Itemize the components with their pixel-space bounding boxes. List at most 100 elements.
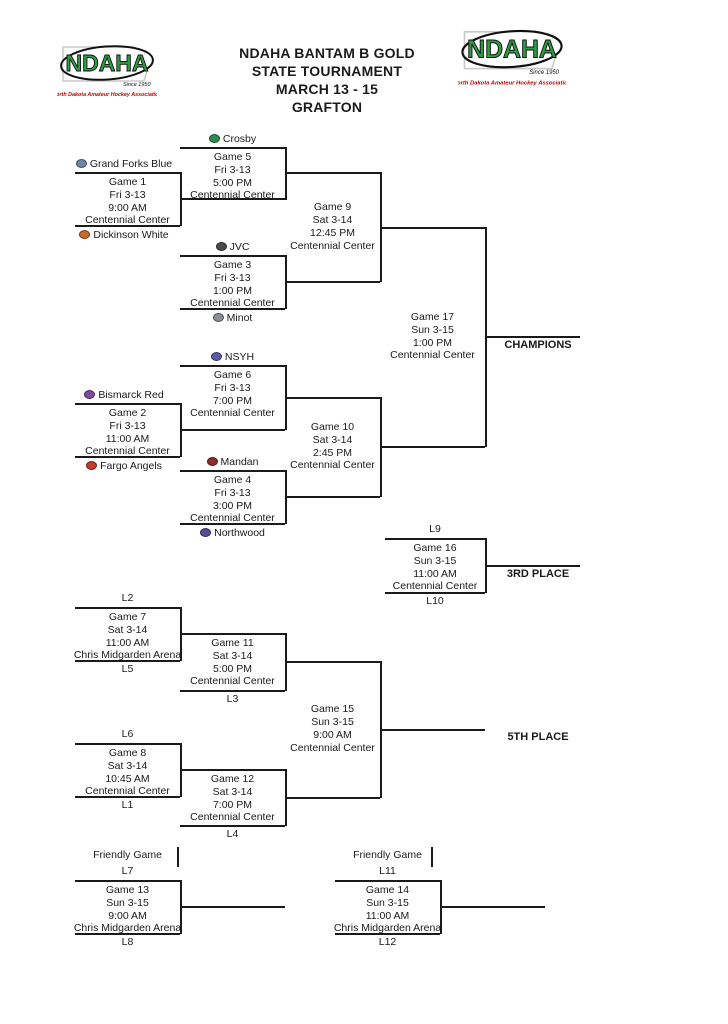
fargo-angels-logo (86, 461, 98, 470)
game-title: Game 12 (210, 773, 255, 785)
game-date: Fri 3-13 (214, 381, 251, 394)
game-title: Game 16 (413, 542, 457, 554)
game-venue: Centennial Center (190, 675, 275, 688)
game-time: 9:00 AM (108, 909, 147, 922)
game-time: 12:45 PM (310, 227, 355, 239)
bracket-line (285, 255, 287, 309)
game-date: Sun 3-15 (366, 896, 409, 909)
game-date: Sat 3-14 (312, 433, 353, 446)
game-date: Sun 3-15 (413, 554, 457, 567)
seed-l7: L7 (121, 865, 134, 877)
game-time: 9:00 AM (313, 729, 352, 741)
team-crosby: Crosby (180, 132, 285, 145)
game-9-info: Game 9 Sat 3-14 12:45 PM Centennial Cent… (285, 173, 380, 281)
game-15-info: Game 15 Sun 3-15 9:00 AM Centennial Cent… (285, 661, 380, 797)
logo-since: Since 1950 (123, 82, 151, 88)
bracket-line (180, 690, 285, 692)
game-16-info: Game 16 Sun 3-15 11:00 AM Centennial Cen… (385, 540, 485, 592)
bracket-line (75, 880, 180, 882)
bracket-line (180, 365, 285, 367)
game-title: Game 10 (310, 420, 355, 433)
game-7-info: Game 7 Sat 3-14 11:00 AM Chris Midgarden… (74, 609, 181, 661)
bracket-line (180, 825, 285, 827)
game-date: Fri 3-13 (214, 163, 251, 176)
game-time: 7:00 PM (212, 798, 253, 811)
third-place-line (485, 565, 580, 567)
friendly-game-label-right: Friendly Game (353, 849, 422, 861)
bracket-line (75, 660, 180, 662)
bracket-line (285, 397, 380, 399)
bracket-line (180, 633, 285, 635)
logo-tagline: North Dakota Amateur Hockey Association (57, 92, 157, 98)
game-venue: Centennial Center (190, 512, 275, 525)
fifth-place-label: 5TH PLACE (507, 731, 569, 743)
game-10-info: Game 10 Sat 3-14 2:45 PM Centennial Cent… (285, 397, 380, 496)
game-date: Sat 3-14 (107, 623, 148, 636)
game-date: Fri 3-13 (214, 271, 251, 284)
team-jvc: JVC (180, 240, 285, 253)
champion-line (485, 336, 580, 338)
game-time: 7:00 PM (212, 394, 253, 407)
bracket-line (380, 172, 382, 282)
bracket-line (440, 880, 442, 934)
game-date: Sat 3-14 (212, 785, 253, 798)
bracket-line (180, 523, 285, 525)
seed-l9: L9 (429, 523, 441, 535)
title-line-4: GRAFTON (291, 99, 363, 115)
seed-l8: L8 (121, 936, 134, 948)
game-title: Game 9 (313, 201, 352, 214)
game-title: Game 3 (213, 259, 252, 271)
team-bismarck-red: Bismarck Red (68, 388, 180, 401)
bracket-line (440, 906, 545, 908)
bracket-line (180, 906, 285, 908)
game-title: Game 1 (108, 176, 147, 188)
game-title: Game 15 (310, 703, 355, 716)
game-title: Game 5 (213, 151, 252, 163)
game-date: Fri 3-13 (109, 419, 146, 432)
friendly-game-label-left: Friendly Game (93, 849, 162, 861)
bracket-line (180, 172, 182, 226)
game-venue: Centennial Center (190, 407, 275, 420)
bracket-line (385, 538, 485, 540)
bracket-line (285, 172, 380, 174)
bracket-line (335, 880, 440, 882)
team-dickinson-white: Dickinson White (68, 228, 180, 241)
seed-l3: L3 (226, 693, 239, 705)
bracket-line (75, 796, 180, 798)
dickinson-white-logo (79, 230, 91, 239)
seed-l11: L11 (379, 865, 396, 877)
team-grand-forks-blue: Grand Forks Blue (68, 157, 180, 170)
game-venue: Centennial Center (190, 189, 275, 202)
grand-forks-blue-logo (75, 159, 87, 168)
game-venue: Centennial Center (85, 445, 170, 458)
bracket-line (75, 456, 180, 458)
game-time: 11:00 AM (105, 636, 150, 649)
team-fargo-angels: Fargo Angels (68, 459, 180, 472)
minot-logo (212, 313, 224, 322)
game-venue: Centennial Center (290, 459, 375, 472)
seed-l2: L2 (121, 592, 134, 604)
team-name: Mandan (220, 455, 259, 468)
game-venue: Centennial Center (85, 214, 170, 227)
bracket-line (75, 403, 180, 405)
game-date: Sat 3-14 (312, 214, 353, 227)
game-14-info: Game 14 Sun 3-15 11:00 AM Chris Midgarde… (334, 882, 441, 934)
bracket-line (285, 769, 287, 826)
game-venue: Centennial Center (85, 785, 170, 798)
game-8-info: Game 8 Sat 3-14 10:45 AM Centennial Cent… (75, 745, 180, 798)
team-nsyh: NSYH (180, 350, 285, 363)
game-date: Sat 3-14 (212, 649, 253, 662)
seed-l5: L5 (121, 663, 134, 675)
bracket-line (285, 633, 287, 691)
bracket-line (177, 847, 179, 867)
bracket-line (385, 592, 485, 594)
bismarck-red-logo (84, 390, 96, 399)
title-line-2: STATE TOURNAMENT (251, 63, 403, 79)
champions-label: CHAMPIONS (504, 339, 572, 351)
game-3-info: Game 3 Fri 3-13 1:00 PM Centennial Cente… (180, 257, 285, 309)
logo-ellipse (461, 29, 563, 69)
logo-since: Since 1950 (529, 70, 559, 76)
bracket-line (335, 933, 440, 935)
bracket-line (75, 172, 180, 174)
